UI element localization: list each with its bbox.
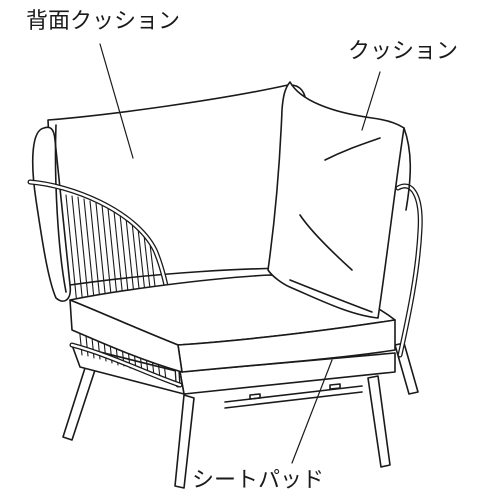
- leader-seat-pad: [291, 359, 333, 464]
- leg-back-left: [62, 367, 96, 441]
- leader-cushion: [361, 71, 381, 131]
- leg-front-right: [367, 375, 391, 468]
- throw-cushion-fold: [324, 137, 381, 161]
- right-armrest: [395, 183, 423, 358]
- seat-pad: [69, 274, 396, 373]
- cushion-label: クッション: [348, 39, 459, 64]
- seat-pad-front: [177, 319, 396, 373]
- throw-cushion-body: [267, 81, 405, 319]
- leader-lines: [99, 43, 381, 464]
- throw-cushion-crease: [299, 214, 353, 271]
- throw-cushion-crease-2: [289, 279, 373, 313]
- leg-front-left: [174, 394, 195, 489]
- seat-pad-label: シートパッド: [192, 468, 325, 493]
- seat-pad-side: [69, 299, 183, 373]
- right-arm-frame-inner: [396, 184, 422, 357]
- back-cushion-label: 背面クッション: [26, 9, 181, 34]
- leader-back-cushion: [99, 43, 134, 159]
- throw-cushion: [267, 81, 412, 319]
- frame-bracket: [249, 383, 341, 400]
- seat-frame: [71, 344, 396, 409]
- throw-cushion-edge: [403, 127, 412, 211]
- back-cushion-body: [47, 84, 307, 286]
- back-cushion-seam: [54, 124, 67, 293]
- frame-crossbar-2: [224, 391, 363, 409]
- left-arm-bottom-rail-inner: [70, 343, 182, 387]
